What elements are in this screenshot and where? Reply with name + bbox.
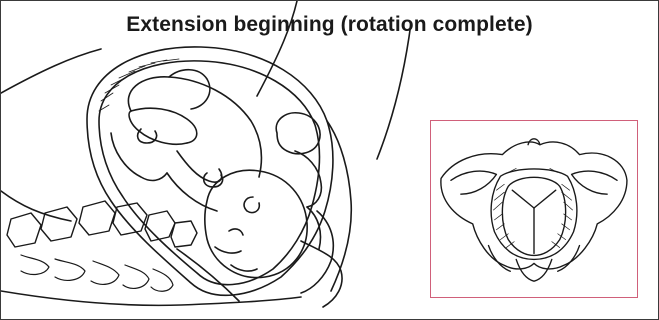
maternal-spine-curve — [1, 191, 71, 221]
rectum-outline — [301, 241, 342, 307]
fetus-leg-upper — [131, 108, 197, 143]
fetal-eye — [229, 229, 243, 235]
label-pointer-line-2 — [377, 23, 411, 159]
figure-title: Extension beginning (rotation complete) — [1, 13, 658, 37]
lambdoid-suture-right — [534, 190, 556, 208]
fetal-ear — [244, 197, 259, 213]
right-iliac-wing — [572, 171, 617, 194]
fetal-head — [205, 170, 307, 277]
inset-panel — [430, 120, 638, 298]
pubic-arch — [516, 259, 552, 281]
bladder — [276, 113, 320, 154]
maternal-back-outline — [1, 49, 101, 93]
pelvic-outlet-illustration — [431, 121, 637, 297]
spine-vertebrae — [7, 201, 197, 247]
fetus-arm — [177, 151, 222, 182]
lambdoid-suture-left — [512, 190, 534, 208]
sacral-segments — [21, 255, 173, 291]
fetal-chin — [231, 265, 257, 271]
fetus-buttocks — [169, 70, 210, 109]
uterine-wall-hatching — [99, 59, 179, 111]
lower-body-outline — [1, 291, 301, 305]
fetal-face — [215, 247, 241, 253]
left-iliac-wing — [451, 171, 496, 194]
